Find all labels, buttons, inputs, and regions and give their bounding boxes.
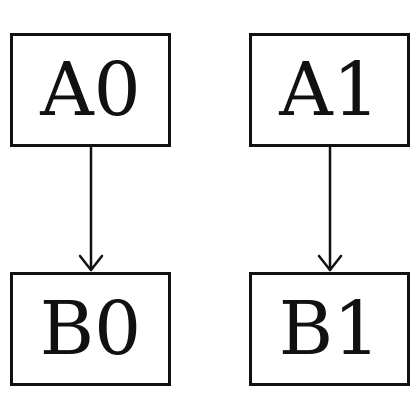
edge-a0-b0 <box>78 145 104 272</box>
edge-a0-b0-arrowhead <box>78 254 104 272</box>
edge-a1-b1 <box>317 145 343 272</box>
node-b1-label: B1 <box>278 286 381 372</box>
node-b0-label: B0 <box>39 286 142 372</box>
edge-a1-b1-arrowhead <box>317 254 343 272</box>
node-b0: B0 <box>10 272 171 386</box>
node-a1: A1 <box>249 33 410 147</box>
node-a1-label: A1 <box>279 47 380 133</box>
node-b1: B1 <box>249 272 410 386</box>
node-a0: A0 <box>10 33 171 147</box>
node-a0-label: A0 <box>40 47 141 133</box>
